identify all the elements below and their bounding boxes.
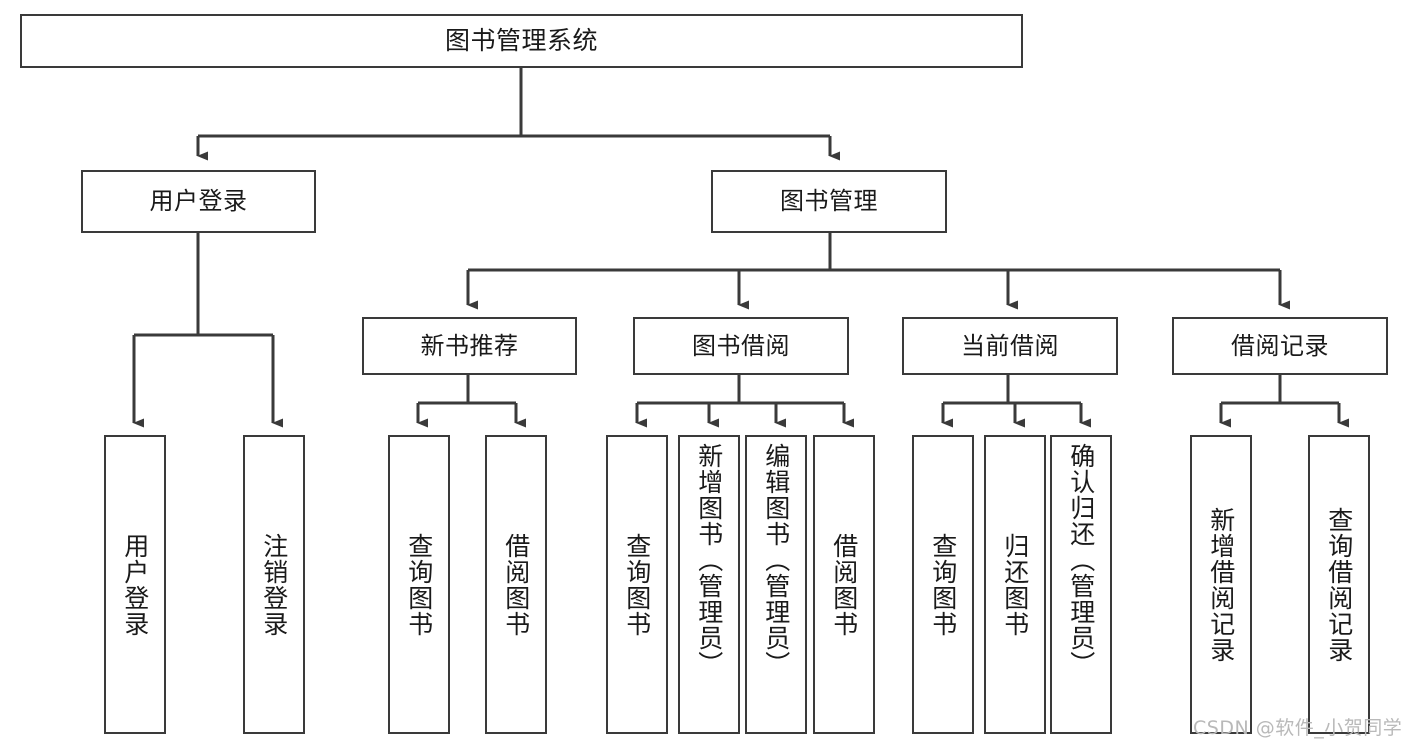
node-label: 编辑图书（管理员）	[761, 443, 791, 677]
node-label: 新增借阅记录	[1206, 506, 1236, 663]
node-book-borrow[interactable]: 图书借阅	[633, 317, 849, 375]
node-label: 查询借阅记录	[1324, 506, 1354, 663]
node-leaf[interactable]: 确认归还（管理员）	[1050, 435, 1112, 734]
node-label: 查询图书	[404, 532, 434, 637]
node-leaf[interactable]: 归还图书	[984, 435, 1046, 734]
node-label: 新增图书（管理员）	[694, 443, 724, 677]
node-label: 注销登录	[259, 532, 289, 637]
node-label: 借阅记录	[1231, 331, 1329, 360]
node-label: 用户登录	[149, 187, 248, 216]
node-user-login[interactable]: 用户登录	[81, 170, 316, 233]
node-current-borrow[interactable]: 当前借阅	[902, 317, 1118, 375]
node-leaf[interactable]: 新增借阅记录	[1190, 435, 1252, 734]
node-borrow-record[interactable]: 借阅记录	[1172, 317, 1388, 375]
node-label: 借阅图书	[829, 532, 859, 637]
node-book-management[interactable]: 图书管理	[711, 170, 947, 233]
node-label: 图书借阅	[692, 331, 790, 360]
node-leaf[interactable]: 查询图书	[606, 435, 668, 734]
node-root-system[interactable]: 图书管理系统	[20, 14, 1023, 68]
node-label: 图书管理系统	[444, 26, 598, 55]
node-leaf[interactable]: 查询图书	[388, 435, 450, 734]
node-leaf[interactable]: 查询借阅记录	[1308, 435, 1370, 734]
node-label: 查询图书	[928, 532, 958, 637]
node-label: 图书管理	[780, 187, 878, 216]
node-leaf[interactable]: 借阅图书	[813, 435, 875, 734]
node-new-book-recommend[interactable]: 新书推荐	[362, 317, 577, 375]
node-label: 借阅图书	[501, 532, 531, 637]
node-leaf[interactable]: 新增图书（管理员）	[678, 435, 740, 734]
node-leaf[interactable]: 查询图书	[912, 435, 974, 734]
node-label: 当前借阅	[961, 331, 1059, 360]
node-leaf[interactable]: 编辑图书（管理员）	[745, 435, 807, 734]
node-label: 确认归还（管理员）	[1066, 443, 1096, 677]
node-label: 归还图书	[1000, 532, 1030, 637]
node-label: 用户登录	[120, 532, 150, 637]
node-leaf[interactable]: 借阅图书	[485, 435, 547, 734]
node-label: 新书推荐	[420, 331, 519, 360]
node-leaf[interactable]: 用户登录	[104, 435, 166, 734]
node-label: 查询图书	[622, 532, 652, 637]
node-leaf[interactable]: 注销登录	[243, 435, 305, 734]
